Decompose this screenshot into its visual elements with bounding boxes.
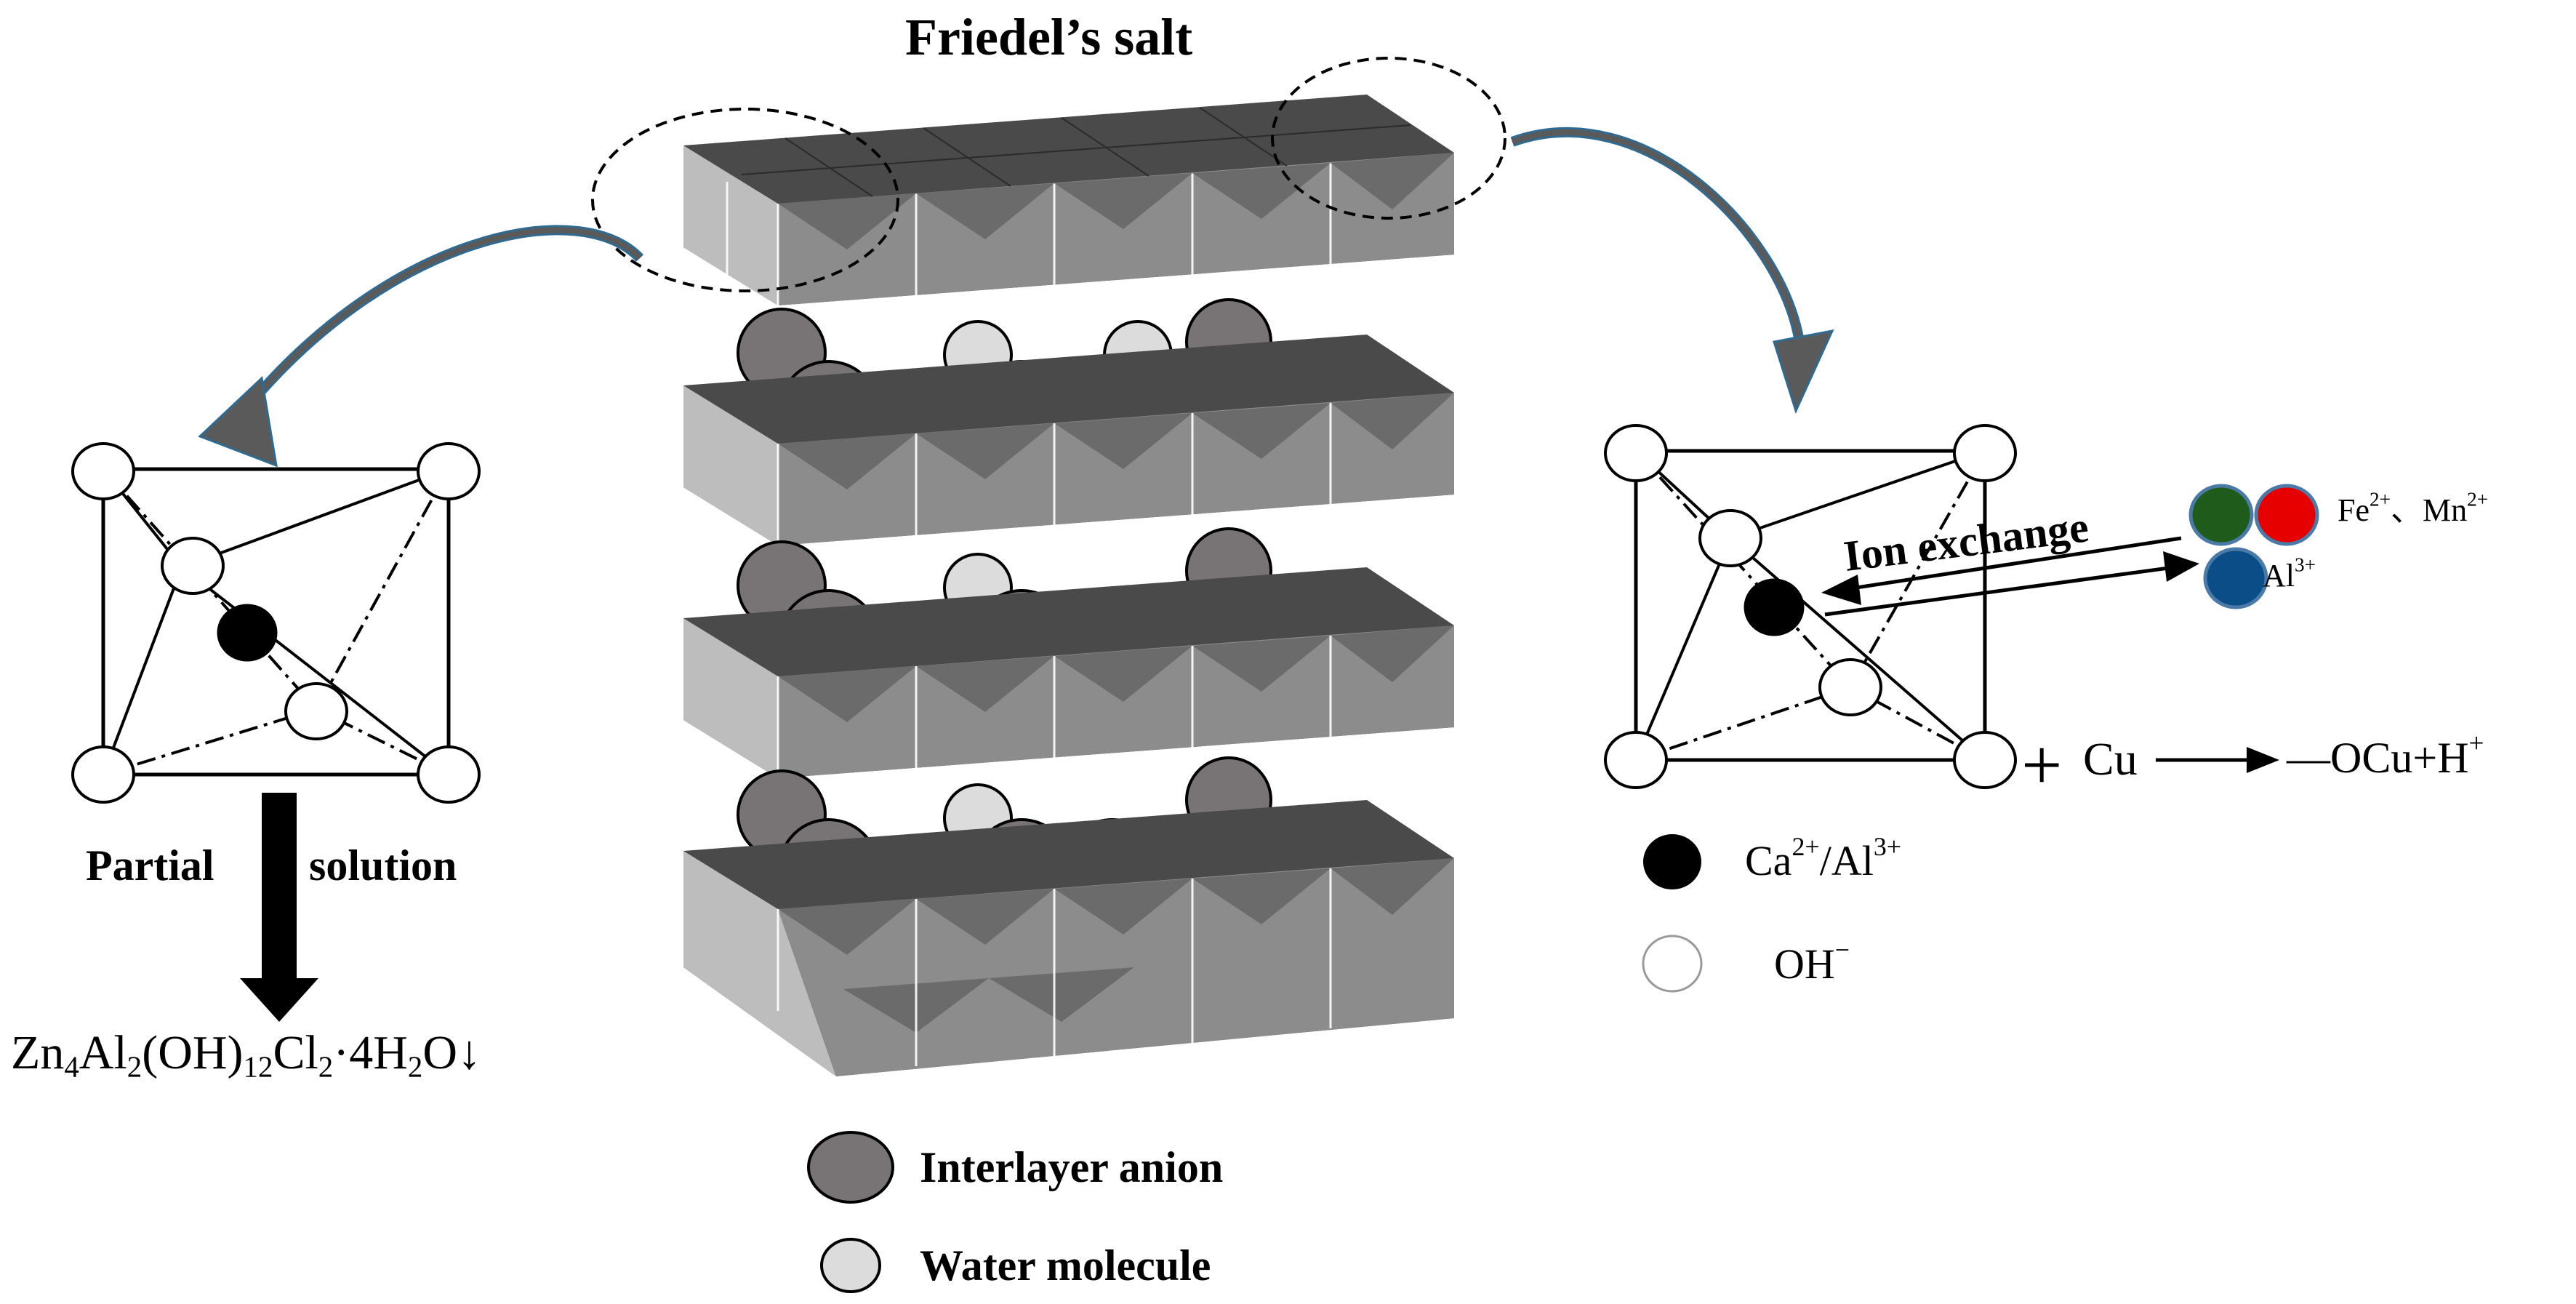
left-central-cation bbox=[217, 604, 278, 662]
legend-cation-label: Ca2+/Al3+ bbox=[1745, 832, 1902, 884]
legend-anion-marker bbox=[807, 1131, 894, 1204]
curved-arrow-right bbox=[1510, 127, 1834, 415]
octahedral-layer-4 bbox=[683, 800, 1454, 1076]
cu-label: Cu bbox=[2083, 733, 2138, 785]
right-oh-ions bbox=[1604, 424, 2017, 789]
ion-exchange-arrows bbox=[1821, 536, 2199, 617]
red-ion bbox=[2254, 484, 2319, 546]
friedels-salt-structure bbox=[683, 95, 1454, 1076]
octahedron-right bbox=[1634, 449, 1987, 762]
dashed-highlight-left bbox=[591, 108, 899, 292]
legend-water-marker bbox=[820, 1238, 881, 1293]
legend-oh-label: OH− bbox=[1774, 935, 1850, 988]
octahedron-left bbox=[101, 467, 451, 777]
legend-cation-marker bbox=[1643, 834, 1701, 889]
diagram-title: Friedel’s salt bbox=[905, 8, 1193, 66]
partial-solution-arrow bbox=[240, 793, 318, 1022]
plus-sign: + bbox=[2021, 724, 2063, 805]
ocu-product-label: —OCu+H+ bbox=[2287, 729, 2484, 782]
octahedral-layer-2 bbox=[683, 335, 1454, 545]
left-oh-ions bbox=[71, 442, 481, 804]
right-central-cation bbox=[1744, 578, 1805, 636]
legend-interlayer-label: Interlayer anion bbox=[920, 1143, 1224, 1191]
partial-label: Partial bbox=[86, 841, 214, 889]
zn-al-formula: Zn4Al2(OH)12Cl2·4H2O↓ bbox=[11, 1026, 482, 1084]
octahedral-layer-1 bbox=[683, 95, 1454, 305]
octahedral-layer-3 bbox=[683, 567, 1454, 778]
cu-reaction-arrow bbox=[2156, 747, 2279, 773]
solution-label: solution bbox=[309, 841, 457, 889]
curved-arrow-left bbox=[198, 225, 644, 468]
green-ion bbox=[2188, 484, 2254, 546]
fe-mn-label: Fe2+、Mn2+ bbox=[2338, 488, 2489, 528]
blue-ion bbox=[2203, 547, 2268, 609]
exchanged-ions bbox=[2188, 484, 2319, 609]
legend-water-label: Water molecule bbox=[920, 1241, 1211, 1289]
dashed-highlight-right bbox=[1271, 57, 1506, 220]
legend-oh-marker bbox=[1642, 935, 1703, 993]
al-label: Al3+ bbox=[2263, 553, 2316, 593]
